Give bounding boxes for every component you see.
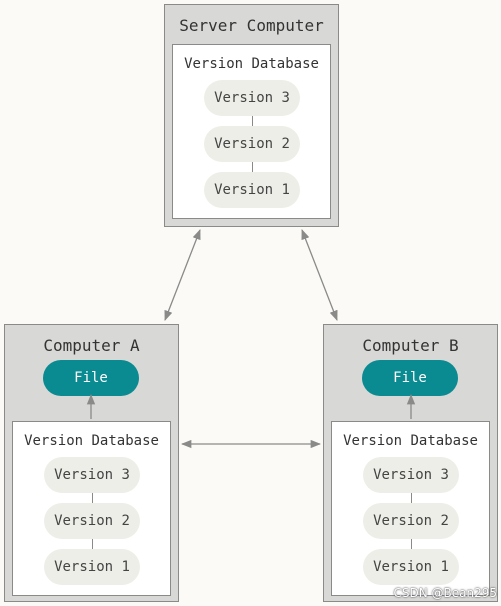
computer-a-file: File [43, 360, 139, 396]
server-version-3: Version 3 [204, 80, 300, 116]
computer-b-title: Computer B [362, 336, 459, 355]
arrow-server-to-computer-a [164, 229, 201, 321]
computer-a-box: Computer A File Version Database Version… [4, 324, 179, 602]
computer-a-title: Computer A [43, 336, 140, 355]
computer-a-version-3: Version 3 [44, 457, 140, 493]
computer-a-version-2: Version 2 [44, 503, 140, 539]
computer-b-version-database-title: Version Database [343, 433, 478, 449]
computer-b-version-1: Version 1 [363, 549, 459, 585]
watermark: CSDN @Bean295 [393, 586, 497, 600]
server-version-2: Version 2 [204, 126, 300, 162]
computer-a-version-1: Version 1 [44, 549, 140, 585]
server-version-database-title: Version Database [184, 56, 319, 72]
arrow-server-to-computer-b [301, 229, 338, 321]
server-computer-title: Server Computer [179, 16, 324, 35]
computer-b-version-2: Version 2 [363, 503, 459, 539]
computer-b-version-3: Version 3 [363, 457, 459, 493]
computer-b-file: File [362, 360, 458, 396]
server-computer-box: Server Computer Version Database Version… [164, 4, 339, 227]
computer-b-version-database: Version Database Version 3 Version 2 Ver… [331, 421, 490, 596]
computer-a-version-database-title: Version Database [24, 433, 159, 449]
computer-b-box: Computer B File Version Database Version… [323, 324, 498, 602]
computer-a-version-database: Version Database Version 3 Version 2 Ver… [12, 421, 171, 596]
server-version-database: Version Database Version 3 Version 2 Ver… [172, 44, 331, 219]
server-version-1: Version 1 [204, 172, 300, 208]
